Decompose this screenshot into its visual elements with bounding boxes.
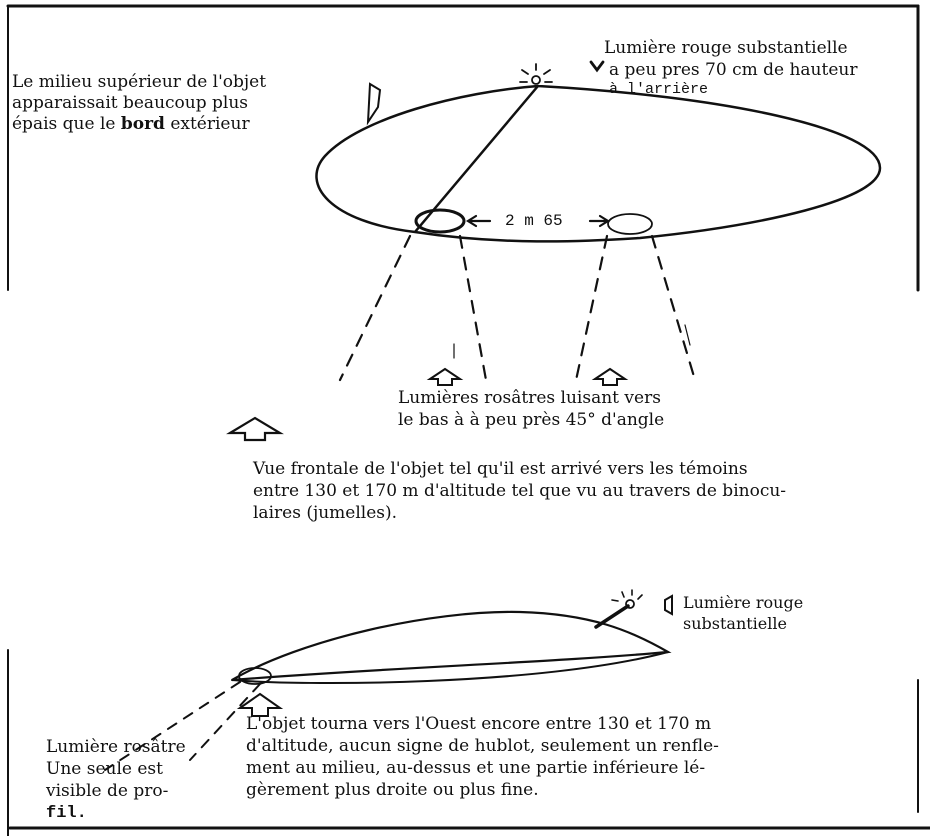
pink-lights-note-line1: Lumières rosâtres luisant vers [398, 388, 661, 408]
profile-pink-light [238, 667, 272, 685]
left-note-pointer [366, 82, 382, 126]
pointer-arrow-side-caption [236, 692, 284, 717]
light-beams [338, 234, 697, 387]
pointer-arrow-left-light [426, 367, 464, 386]
top-red-light-note-line2: a peu pres 70 cm de hauteur [609, 60, 858, 80]
profile-caption-line1: L'objet tourna vers l'Ouest encore entre… [246, 714, 712, 734]
profile-light-beams [104, 681, 261, 771]
distance-arrow-right [588, 214, 611, 228]
side-pink-light-note-line4: fil. [46, 804, 87, 823]
profile-antenna [594, 604, 630, 629]
red-light-pointer-mark [589, 60, 605, 73]
note-bold-word: bord [120, 114, 165, 134]
profile-red-light [625, 599, 635, 609]
beam-mark-slash [684, 324, 691, 346]
frontal-caption-line1: Vue frontale de l'objet tel qu'il est ar… [253, 459, 748, 479]
distance-arrow-left [465, 214, 492, 228]
top-left-note-line1: Le milieu supérieur de l'objet [12, 72, 267, 92]
side-red-light-pointer [664, 594, 673, 616]
left-pink-light [414, 208, 466, 234]
side-pink-light-note-line2: Une seule est [46, 759, 163, 779]
top-left-note-line3: épais que le bord extérieur [12, 114, 250, 135]
top-left-note-line2: apparaissait beaucoup plus [12, 93, 248, 113]
profile-object-outline [231, 610, 672, 682]
profile-caption-line4: gèrement plus droite ou plus fine. [246, 780, 539, 800]
side-pink-light-note-line1: Lumière rosâtre [46, 737, 186, 757]
top-red-light-note-line3: à l'arrière [609, 81, 709, 98]
distance-label: 2 m 65 [505, 212, 563, 230]
profile-caption-line2: d'altitude, aucun signe de hublot, seule… [246, 736, 719, 756]
side-pink-light-note-line3: visible de pro- [46, 781, 169, 801]
side-red-light-note-line2: substantielle [683, 614, 787, 633]
pink-lights-note-line2: le bas à à peu près 45° d'angle [398, 410, 665, 430]
note-text-end: extérieur [164, 114, 250, 134]
frontal-caption-line2: entre 130 et 170 m d'altitude tel que vu… [253, 481, 787, 501]
frontal-object-outline [315, 84, 882, 243]
frontal-caption-line3: laires (jumelles). [253, 503, 398, 523]
note-text: épais que le [12, 114, 121, 134]
profile-object-bottom [231, 651, 669, 685]
profile-caption-line3: ment au milieu, au-dessus et une partie … [246, 758, 706, 778]
top-red-light-icon [519, 63, 553, 85]
side-red-light-note-line1: Lumière rouge [683, 593, 804, 612]
right-pink-light [607, 213, 653, 235]
pointer-arrow-caption [226, 416, 284, 442]
pointer-arrow-right-light [591, 367, 629, 386]
top-red-light-note-line1: Lumière rouge substantielle [604, 38, 848, 58]
profile-red-light-rays [611, 589, 643, 602]
